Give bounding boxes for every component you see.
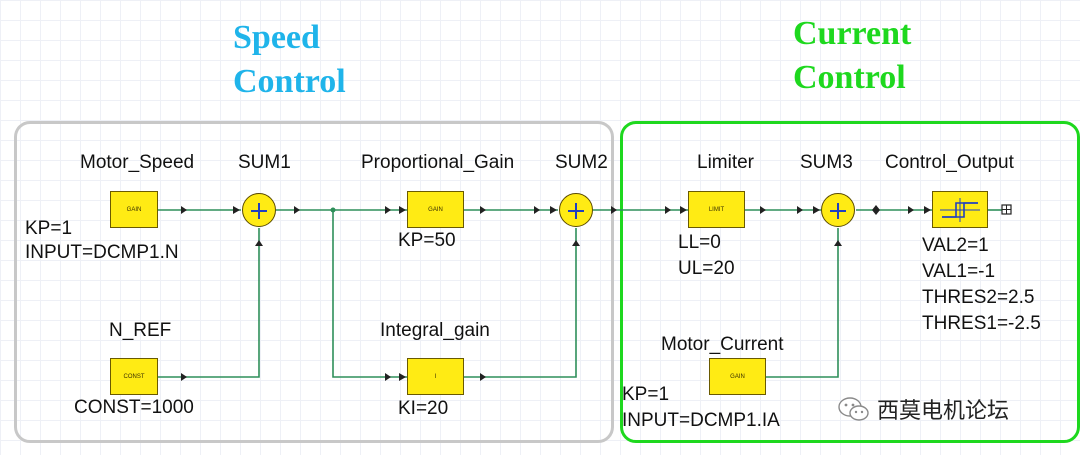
arrow-head (181, 206, 187, 214)
motor-current-param-input: INPUT=DCMP1.IA (622, 410, 780, 431)
limiter-param-ul: UL=20 (678, 258, 735, 279)
control-output-param-val1: VAL1=-1 (922, 261, 996, 282)
speed-control-region (14, 121, 614, 443)
current-heading-line2: Control (793, 59, 906, 96)
n-ref-param-const: CONST=1000 (74, 397, 194, 418)
arrow-head (255, 240, 263, 246)
arrow-head (572, 240, 580, 246)
control-output-param-val2: VAL2=1 (922, 235, 989, 256)
limiter-label: Limiter (697, 152, 755, 173)
sum2-junction[interactable] (559, 193, 593, 227)
wire-integral-sum2 (464, 228, 577, 378)
arrow-head (385, 373, 391, 381)
hysteresis-comparator-icon (940, 197, 980, 222)
current-control-region (620, 121, 1080, 443)
arrow-head (385, 206, 391, 214)
arrow-head (534, 206, 540, 214)
integral-gain-block[interactable]: I (407, 358, 464, 395)
control-output-param-thres2: THRES2=2.5 (922, 287, 1035, 308)
wechat-icon (838, 397, 869, 421)
junction-dot (330, 207, 336, 213)
sum1-junction[interactable] (242, 193, 276, 227)
arrow-head (294, 206, 300, 214)
arrow-head (181, 373, 187, 381)
arrow-head (611, 206, 617, 214)
proportional-gain-param-kp: KP=50 (398, 230, 456, 251)
arrow-head (908, 206, 914, 214)
wire-nref-sum1 (157, 228, 260, 378)
current-control-heading: Current Control (793, 12, 911, 100)
sum3-junction[interactable] (821, 193, 855, 227)
motor-speed-gain-block[interactable]: GAIN (110, 191, 158, 228)
watermark: 西莫电机论坛 (837, 395, 1010, 424)
arrow-head (813, 206, 820, 214)
arrow-head (872, 205, 880, 215)
proportional-gain-block[interactable]: GAIN (407, 191, 464, 228)
integral-gain-param-ki: KI=20 (398, 398, 449, 419)
n-ref-const-block[interactable]: CONST (110, 358, 158, 395)
wire-current-sum3 (766, 228, 839, 378)
arrow-head (233, 206, 240, 214)
integral-gain-label: Integral_gain (380, 320, 490, 341)
watermark-text: 西莫电机论坛 (877, 399, 1010, 424)
control-output-label: Control_Output (885, 152, 1014, 173)
current-heading-line1: Current (793, 15, 912, 52)
motor-current-param-kp: KP=1 (622, 384, 670, 405)
arrow-head (399, 373, 406, 381)
wire-branch-integral (332, 210, 407, 378)
motor-current-gain-block[interactable]: GAIN (709, 358, 766, 395)
arrow-head (680, 206, 687, 214)
control-output-comparator-block[interactable] (932, 191, 988, 228)
motor-speed-param-kp: KP=1 (25, 218, 73, 239)
sum1-label: SUM1 (238, 152, 291, 173)
arrow-head (480, 206, 486, 214)
arrow-head (399, 206, 406, 214)
limiter-block[interactable]: LIMIT (688, 191, 745, 228)
control-output-param-thres1: THRES1=-2.5 (922, 313, 1041, 334)
arrow-head (797, 206, 803, 214)
motor-speed-label: Motor_Speed (80, 152, 195, 173)
speed-control-heading: Speed Control (233, 16, 346, 104)
arrow-head (480, 373, 486, 381)
sum3-label: SUM3 (800, 152, 853, 173)
arrow-head (924, 206, 931, 214)
arrow-head (550, 206, 557, 214)
arrow-head (665, 206, 671, 214)
sum2-label: SUM2 (555, 152, 608, 173)
arrow-head (834, 240, 842, 246)
proportional-gain-label: Proportional_Gain (361, 152, 515, 173)
arrow-head (760, 206, 766, 214)
limiter-param-ll: LL=0 (678, 232, 721, 253)
motor-current-label: Motor_Current (661, 334, 784, 355)
speed-heading-line1: Speed (233, 19, 320, 56)
motor-speed-param-input: INPUT=DCMP1.N (25, 242, 179, 263)
speed-heading-line2: Control (233, 63, 346, 100)
n-ref-label: N_REF (109, 320, 172, 341)
